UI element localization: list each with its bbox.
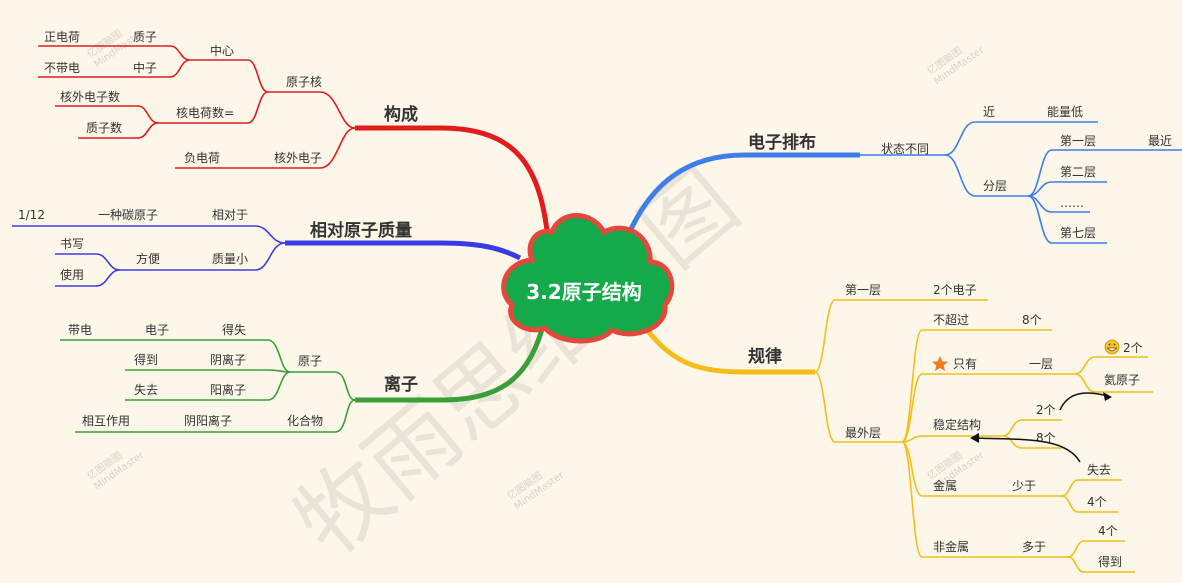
node-deshi[interactable]: 得失	[222, 322, 246, 337]
node-goucheng[interactable]: 构成	[384, 104, 418, 125]
node-dots[interactable]: ……	[1060, 196, 1084, 210]
node-dianzi-lz[interactable]: 电子	[145, 323, 169, 337]
node-yinyanglizi[interactable]: 阴阳离子	[184, 413, 232, 428]
watermark-4: 亿图脑图 MindMaster	[504, 469, 567, 512]
node-jinshu[interactable]: 金属	[933, 478, 957, 493]
node-hewaidianzi[interactable]: 核外电子	[274, 151, 322, 165]
node-bage[interactable]: 8个	[1022, 313, 1042, 327]
node-fenceng[interactable]: 分层	[983, 179, 1007, 193]
node-yinlizi[interactable]: 阴离子	[210, 352, 246, 367]
node-buchaoguo[interactable]: 不超过	[933, 312, 969, 327]
node-nengliangdi[interactable]: 能量低	[1047, 105, 1083, 119]
node-duoyu[interactable]: 多于	[1022, 540, 1046, 554]
node-zhengdianhe[interactable]: 正电荷	[44, 30, 80, 44]
lizi-lines	[60, 339, 356, 433]
node-xianghuzuoyong[interactable]: 相互作用	[82, 414, 130, 428]
node-shiqu-gl[interactable]: 失去	[1087, 462, 1111, 477]
node-yanglizi[interactable]: 阳离子	[210, 382, 246, 397]
node-fraction[interactable]: 1/12	[18, 208, 45, 222]
node-w2[interactable]: 2个	[1036, 403, 1056, 417]
arrowhead-stable	[970, 433, 979, 443]
node-shiyong[interactable]: 使用	[60, 267, 84, 282]
node-daidian[interactable]: 带电	[68, 323, 92, 337]
dianzi-lines	[860, 121, 1182, 244]
node-yuanzi[interactable]: 原子	[298, 354, 322, 368]
arrowhead-helium	[1103, 392, 1112, 401]
node-zhizi[interactable]: 质子	[133, 30, 157, 44]
goucheng-lines	[38, 45, 356, 169]
node-zuijin[interactable]: 最近	[1148, 134, 1172, 148]
node-xiangduiyu[interactable]: 相对于	[212, 208, 248, 222]
grin-icon	[1104, 339, 1120, 355]
center-cloud	[501, 213, 675, 344]
relation-arrows	[974, 392, 1109, 463]
node-erge[interactable]: 2个	[1123, 341, 1143, 355]
branch-line-xiangdui	[285, 240, 522, 261]
node-hedianheshu[interactable]: 核电荷数=	[176, 105, 234, 120]
node-zhuangtai[interactable]: 状态不同	[881, 142, 929, 156]
node-zhongzi[interactable]: 中子	[133, 60, 157, 75]
xiangdui-lines	[12, 225, 286, 287]
center-node[interactable]: 3.2原子结构	[501, 213, 675, 344]
node-w8[interactable]: 8个	[1036, 431, 1056, 445]
node-yizhongtan[interactable]: 一种碳原子	[98, 208, 158, 222]
node-hewaidianzishu[interactable]: 核外电子数	[60, 89, 120, 104]
watermark-2: 亿图脑图 MindMaster	[924, 44, 987, 87]
star-icon	[932, 356, 948, 371]
branch-line-guilv	[637, 318, 815, 375]
node-lizi[interactable]: 离子	[384, 374, 418, 395]
branch-line-dianzi	[622, 152, 860, 244]
node-guilv[interactable]: 规律	[748, 346, 782, 367]
node-diqiceng[interactable]: 第七层	[1060, 226, 1096, 240]
branch-line-lizi	[355, 317, 548, 403]
node-shuxie[interactable]: 书写	[60, 237, 84, 251]
node-dianzi[interactable]: 电子排布	[748, 132, 816, 153]
node-diyiceng-dz[interactable]: 第一层	[1060, 134, 1096, 148]
node-yuanzihe[interactable]: 原子核	[286, 75, 322, 89]
main-branches	[285, 125, 860, 403]
node-fudianhe[interactable]: 负电荷	[184, 151, 220, 165]
node-zhiyou[interactable]: 只有	[953, 357, 977, 371]
node-sige2[interactable]: 4个	[1098, 524, 1118, 538]
node-dedao-lz[interactable]: 得到	[134, 352, 158, 367]
node-liangge[interactable]: 2个电子	[933, 283, 977, 297]
node-feijinshu[interactable]: 非金属	[933, 539, 969, 554]
node-zhongxin[interactable]: 中心	[210, 43, 234, 58]
arrow-to-stable	[974, 437, 1081, 463]
node-jin[interactable]: 近	[983, 105, 995, 119]
node-zhiliangxiao[interactable]: 质量小	[212, 252, 248, 266]
center-title[interactable]: 3.2原子结构	[526, 280, 641, 304]
guilv-lines	[814, 299, 1153, 573]
node-huahewu[interactable]: 化合物	[287, 413, 323, 428]
node-sige[interactable]: 4个	[1087, 495, 1107, 509]
node-dierceng[interactable]: 第二层	[1060, 165, 1096, 179]
node-hai[interactable]: 氦原子	[1104, 372, 1140, 387]
node-shiqu-lz[interactable]: 失去	[134, 382, 158, 397]
arrow-to-helium	[1059, 392, 1109, 411]
branch-line-goucheng	[355, 125, 551, 239]
node-xiangdui[interactable]: 相对原子质量	[310, 220, 412, 241]
node-zuiwaiceng[interactable]: 最外层	[845, 426, 881, 440]
node-dedao-gl[interactable]: 得到	[1098, 554, 1122, 569]
node-yiceng[interactable]: 一层	[1029, 357, 1053, 371]
node-budaidian[interactable]: 不带电	[44, 61, 80, 75]
node-fangbian[interactable]: 方便	[136, 251, 160, 266]
node-zhizishu[interactable]: 质子数	[86, 120, 122, 135]
node-wending[interactable]: 稳定结构	[933, 417, 981, 432]
node-diyiceng-gl[interactable]: 第一层	[845, 283, 881, 297]
node-shaoyu[interactable]: 少于	[1012, 479, 1036, 493]
watermark-3: 亿图脑图 MindMaster	[84, 449, 147, 492]
